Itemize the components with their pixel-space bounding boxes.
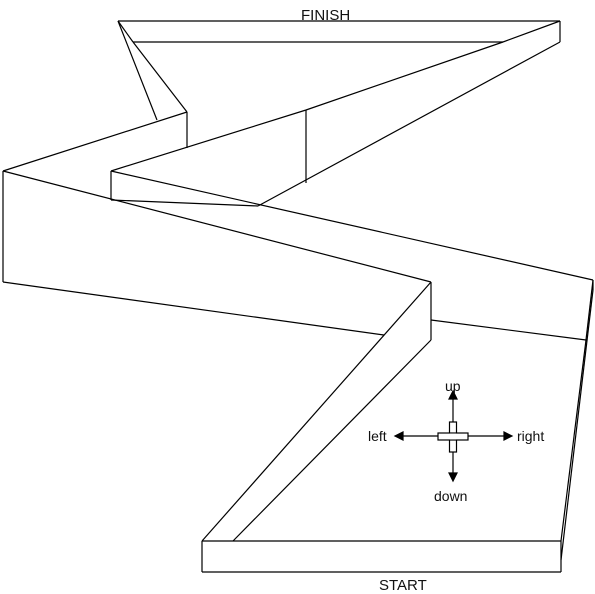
down-label[interactable]: down xyxy=(434,488,468,504)
up-arrow-icon[interactable] xyxy=(448,389,458,426)
dpad-control xyxy=(393,389,514,483)
left-label[interactable]: left xyxy=(368,428,387,444)
cross-dpad-icon xyxy=(437,421,469,453)
up-label[interactable]: up xyxy=(445,378,461,394)
right-label[interactable]: right xyxy=(517,428,545,444)
finish-label: FINISH xyxy=(301,7,351,24)
left-arrow-icon[interactable] xyxy=(393,431,438,441)
start-label: START xyxy=(379,577,427,594)
right-arrow-icon[interactable] xyxy=(468,431,514,441)
